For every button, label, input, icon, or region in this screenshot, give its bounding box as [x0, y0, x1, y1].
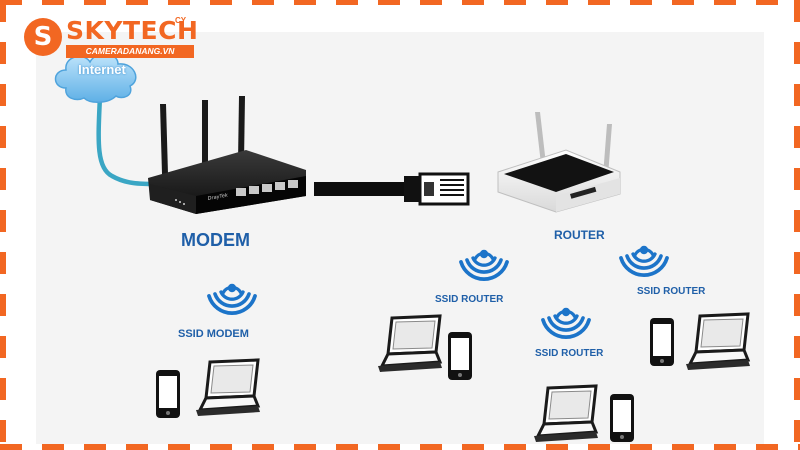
ssid-router-label: SSID ROUTER — [637, 286, 706, 297]
frame-left-dashes — [0, 0, 6, 450]
internet-label: Internet — [78, 62, 126, 77]
ethernet-cable-icon — [314, 172, 470, 206]
logo-brand: SKYTECH — [66, 16, 199, 45]
logo-badge-icon — [24, 18, 62, 56]
frame-bottom-dashes — [0, 444, 800, 450]
internet-cable — [96, 95, 157, 187]
router-label: ROUTER — [554, 228, 605, 242]
logo-suffix: CY — [175, 16, 187, 25]
logo-site: CAMERADANANG.VN — [66, 45, 194, 58]
skytech-logo: S SKYTECH CY CAMERADANANG.VN — [24, 12, 198, 68]
router-icon — [497, 112, 621, 213]
modem-label: MODEM — [181, 230, 250, 250]
cloud-icon — [54, 53, 137, 103]
frame-right-dashes — [794, 0, 800, 450]
modem-brand-text: DrayTek — [207, 192, 229, 202]
logo-badge-letter: S — [33, 22, 53, 52]
modem-icon: DrayTek — [148, 96, 306, 214]
ssid-router-label: SSID ROUTER — [435, 294, 504, 305]
ssid-router-label: SSID ROUTER — [535, 348, 604, 359]
frame-top-dashes — [0, 0, 800, 12]
ssid-modem-label: SSID MODEM — [178, 328, 249, 340]
